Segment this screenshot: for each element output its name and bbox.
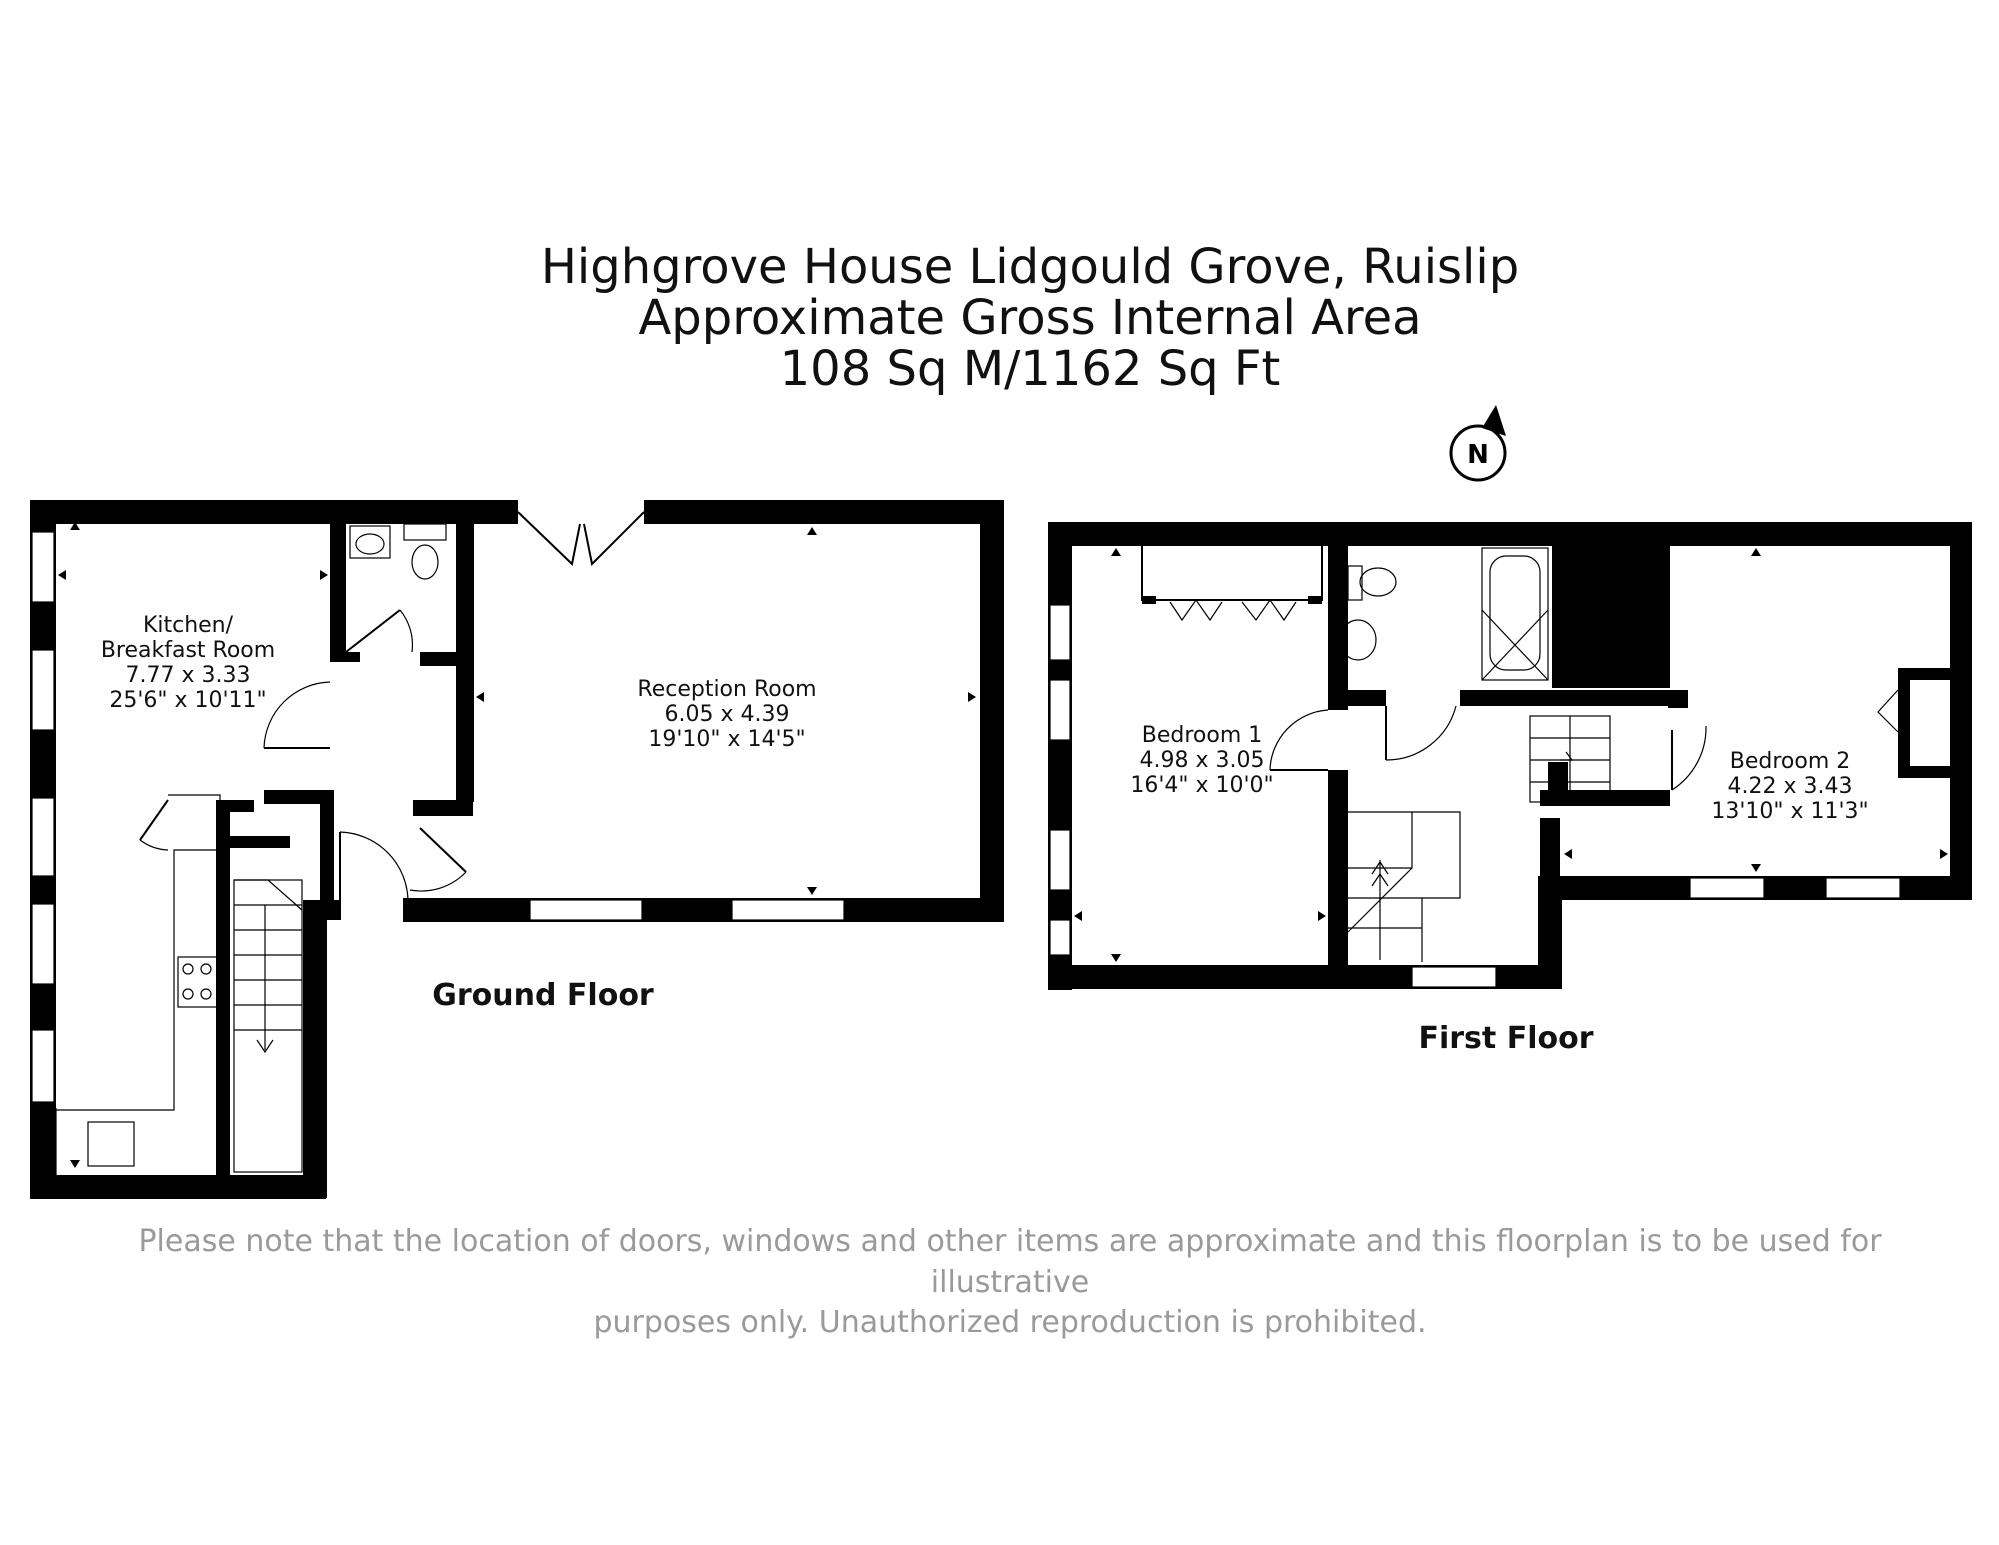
- reception-metric: 6.05 x 4.39: [665, 702, 790, 727]
- first-floor-label: First Floor: [1418, 1021, 1593, 1056]
- first-floor-plan: Bedroom 1 4.98 x 3.05 16'4" x 10'0" Bedr…: [1048, 522, 1972, 1056]
- first-floor-stairs: [1347, 812, 1422, 960]
- disclaimer-line2: purposes only. Unauthorized reproduction…: [593, 1305, 1427, 1340]
- ground-floor-plan: Kitchen/ Breakfast Room 7.77 x 3.33 25'6…: [30, 500, 1004, 1199]
- kitchen-name-line2: Breakfast Room: [101, 638, 275, 663]
- area-caption: Approximate Gross Internal Area: [638, 289, 1422, 346]
- bedroom2-metric: 4.22 x 3.43: [1728, 774, 1853, 799]
- bedroom1-metric: 4.98 x 3.05: [1140, 748, 1265, 773]
- property-title: Highgrove House Lidgould Grove, Ruislip: [540, 239, 1520, 295]
- bedroom2-name: Bedroom 2: [1730, 749, 1851, 774]
- kitchen-imperial: 25'6" x 10'11": [109, 688, 266, 713]
- compass-letter: N: [1467, 440, 1489, 470]
- reception-imperial: 19'10" x 14'5": [648, 727, 805, 752]
- north-compass-icon: N: [1449, 405, 1507, 482]
- kitchen-metric: 7.77 x 3.33: [126, 663, 251, 688]
- ground-floor-label: Ground Floor: [432, 978, 654, 1013]
- bedroom1-imperial: 16'4" x 10'0": [1130, 773, 1273, 798]
- disclaimer-line1: Please note that the location of doors, …: [138, 1224, 1882, 1300]
- floorplan-header: Highgrove House Lidgould Grove, Ruislip …: [0, 242, 1999, 395]
- bedroom2-imperial: 13'10" x 11'3": [1711, 799, 1868, 824]
- area-value: 108 Sq M/1162 Sq Ft: [779, 340, 1281, 397]
- kitchen-name-line1: Kitchen/: [143, 613, 234, 638]
- reception-name: Reception Room: [637, 677, 816, 702]
- bedroom1-name: Bedroom 1: [1142, 723, 1263, 748]
- disclaimer: Please note that the location of doors, …: [60, 1222, 1960, 1344]
- ground-stairs: [234, 879, 303, 1054]
